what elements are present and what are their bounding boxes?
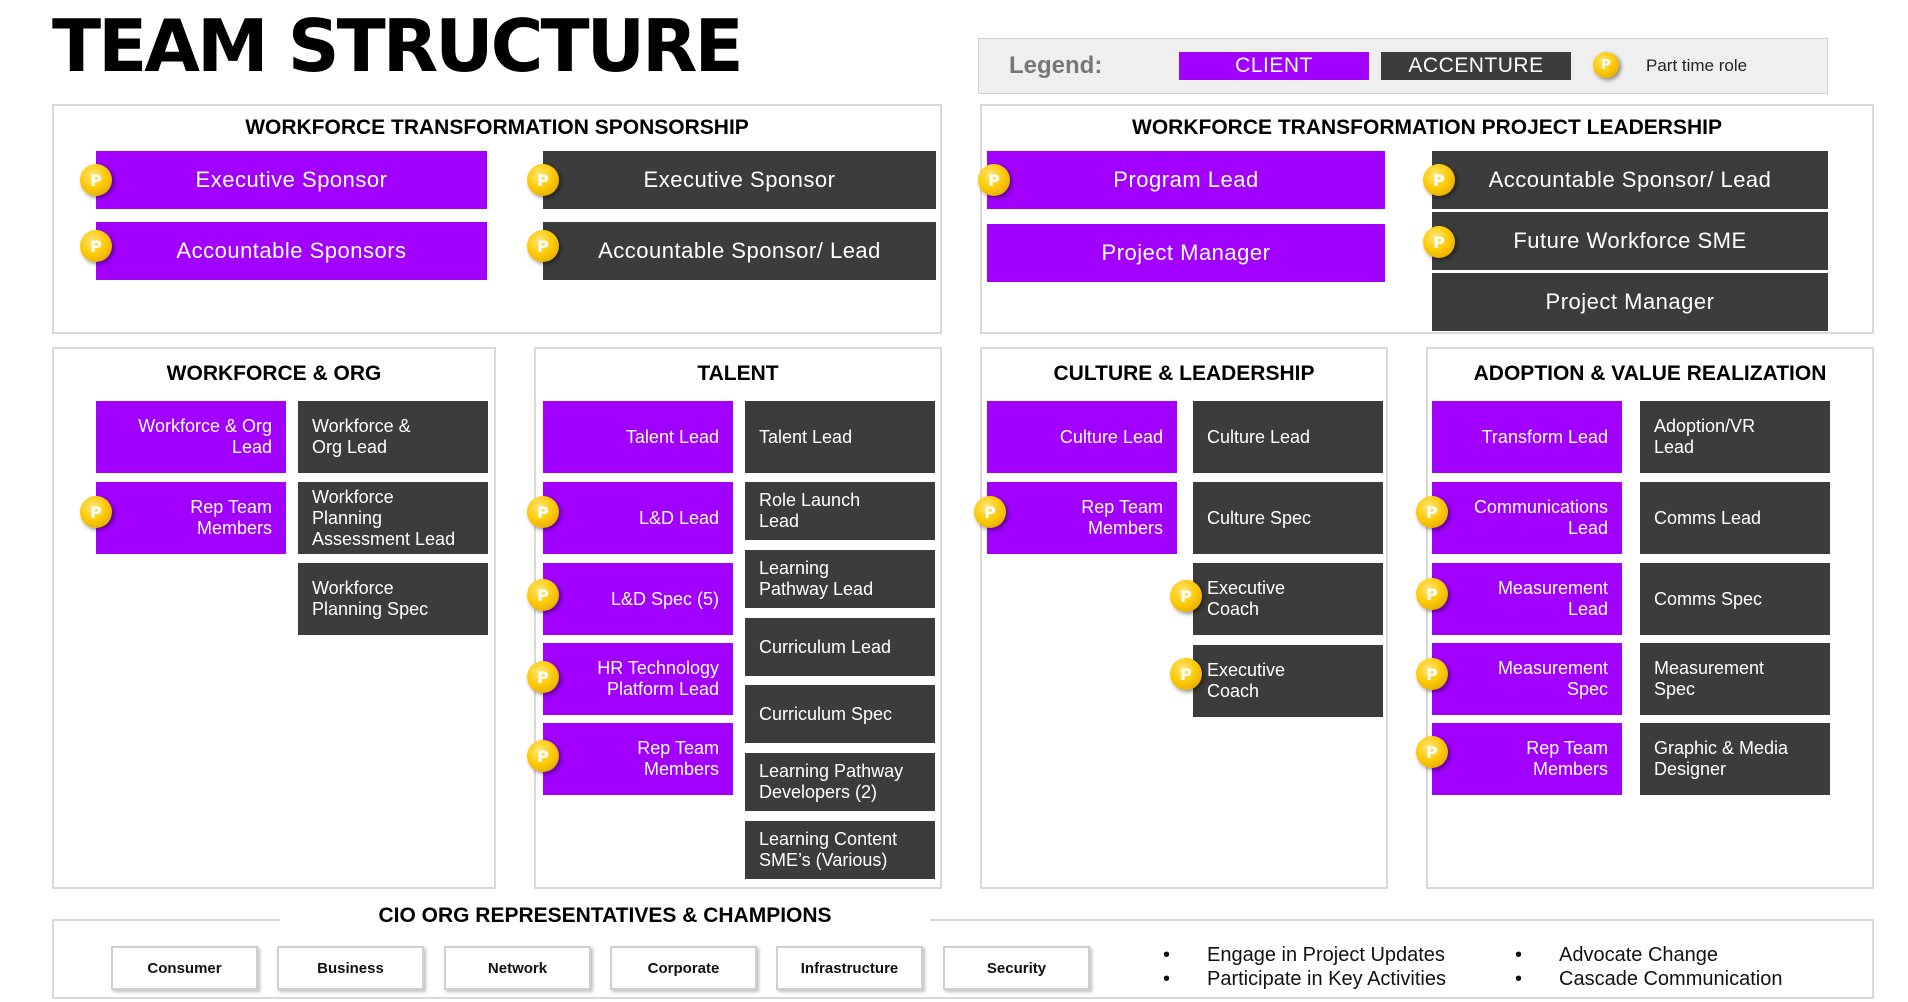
part-time-icon: P (1416, 736, 1448, 768)
part-time-icon: P (1170, 658, 1202, 690)
role-card-accenture: Measurement Spec (1640, 643, 1830, 715)
role-card-accenture: Culture Spec (1193, 482, 1383, 554)
bullet-item: •Cascade Communication (1515, 968, 1783, 990)
role-card-accenture: Accountable Sponsor/ Lead (1432, 151, 1828, 209)
part-time-icon: P (80, 230, 112, 262)
part-time-icon: P (978, 164, 1010, 196)
bullet-marker: • (1163, 968, 1171, 990)
role-card-accenture: Comms Lead (1640, 482, 1830, 554)
bullet-item: •Advocate Change (1515, 944, 1719, 966)
page-title: TEAM STRUCTURE (52, 4, 744, 88)
role-card-client: Rep Team Members (1432, 723, 1622, 795)
role-card-client: Project Manager (987, 224, 1385, 282)
part-time-icon: P (527, 164, 559, 196)
role-card-client: Accountable Sponsors (96, 222, 487, 280)
role-card-client: L&D Spec (5) (543, 563, 733, 635)
role-card-client: L&D Lead (543, 482, 733, 554)
role-card-client: Rep Team Members (987, 482, 1177, 554)
role-card-accenture: Workforce Planning Spec (298, 563, 488, 635)
legend-label: Legend: (1009, 52, 1103, 79)
cio-box-consumer: Consumer (111, 946, 258, 990)
bullet-marker: • (1515, 944, 1523, 966)
part-time-icon: P (80, 164, 112, 196)
panel-title: ADOPTION & VALUE REALIZATION (1473, 362, 1827, 385)
bullet-item: •Participate in Key Activities (1163, 968, 1446, 990)
cio-box-corporate: Corporate (610, 946, 757, 990)
role-card-client: Measurement Lead (1432, 563, 1622, 635)
role-card-client: Rep Team Members (96, 482, 286, 554)
panel-title: WORKFORCE TRANSFORMATION PROJECT LEADERS… (1132, 116, 1722, 139)
panel-title: WORKFORCE TRANSFORMATION SPONSORSHIP (245, 116, 749, 139)
role-card-client: Transform Lead (1432, 401, 1622, 473)
role-card-client: Rep Team Members (543, 723, 733, 795)
role-card-accenture: Learning Pathway Developers (2) (745, 753, 935, 811)
role-card-accenture: Workforce Planning Assessment Lead (298, 482, 488, 554)
panel-title: TALENT (697, 362, 779, 385)
role-card-accenture: Executive Sponsor (543, 151, 936, 209)
cio-box-infrastructure: Infrastructure (776, 946, 923, 990)
legend-client-chip: CLIENT (1179, 52, 1369, 80)
cio-box-network: Network (444, 946, 591, 990)
part-time-icon: P (1593, 52, 1619, 78)
role-card-accenture: Workforce & Org Lead (298, 401, 488, 473)
part-time-icon: P (1423, 164, 1455, 196)
part-time-icon: P (1423, 226, 1455, 258)
role-card-client: Culture Lead (987, 401, 1177, 473)
bullet-item: •Engage in Project Updates (1163, 944, 1445, 966)
role-card-client: Talent Lead (543, 401, 733, 473)
role-card-accenture: Executive Coach (1193, 563, 1383, 635)
part-time-icon: P (1170, 580, 1202, 612)
panel-title: WORKFORCE & ORG (166, 362, 382, 385)
legend: Legend: CLIENT ACCENTURE P Part time rol… (978, 38, 1828, 94)
part-time-icon: P (527, 579, 559, 611)
role-card-accenture: Talent Lead (745, 401, 935, 473)
role-card-accenture: Graphic & Media Designer (1640, 723, 1830, 795)
role-card-accenture: Comms Spec (1640, 563, 1830, 635)
role-card-client: Program Lead (987, 151, 1385, 209)
part-time-icon: P (80, 496, 112, 528)
role-card-client: Workforce & Org Lead (96, 401, 286, 473)
role-card-accenture: Accountable Sponsor/ Lead (543, 222, 936, 280)
role-card-accenture: Executive Coach (1193, 645, 1383, 717)
part-time-icon: P (1416, 658, 1448, 690)
panel-title: CULTURE & LEADERSHIP (1053, 362, 1315, 385)
part-time-icon: P (527, 661, 559, 693)
role-card-client: Communications Lead (1432, 482, 1622, 554)
part-time-icon: P (527, 230, 559, 262)
part-time-icon: P (527, 496, 559, 528)
role-card-accenture: Learning Pathway Lead (745, 550, 935, 608)
part-time-icon: P (1416, 496, 1448, 528)
cio-title: CIO ORG REPRESENTATIVES & CHAMPIONS (280, 904, 930, 928)
role-card-accenture: Culture Lead (1193, 401, 1383, 473)
role-card-accenture: Learning Content SME’s (Various) (745, 821, 935, 879)
role-card-accenture: Adoption/VR Lead (1640, 401, 1830, 473)
bullet-marker: • (1515, 968, 1523, 990)
role-card-accenture: Future Workforce SME (1432, 212, 1828, 270)
role-card-client: HR Technology Platform Lead (543, 643, 733, 715)
sponsorship-panel: WORKFORCE TRANSFORMATION SPONSORSHIP (52, 104, 942, 334)
role-card-accenture: Project Manager (1432, 273, 1828, 331)
role-card-client: Measurement Spec (1432, 643, 1622, 715)
role-card-client: Executive Sponsor (96, 151, 487, 209)
part-time-icon: P (1416, 578, 1448, 610)
role-card-accenture: Curriculum Lead (745, 618, 935, 676)
legend-accenture-chip: ACCENTURE (1381, 52, 1571, 80)
part-time-icon: P (527, 740, 559, 772)
legend-part-time-label: Part time role (1646, 56, 1748, 75)
part-time-icon: P (974, 496, 1006, 528)
cio-box-security: Security (943, 946, 1090, 990)
role-card-accenture: Curriculum Spec (745, 685, 935, 743)
bullet-marker: • (1163, 944, 1171, 966)
role-card-accenture: Role Launch Lead (745, 482, 935, 540)
cio-box-business: Business (277, 946, 424, 990)
